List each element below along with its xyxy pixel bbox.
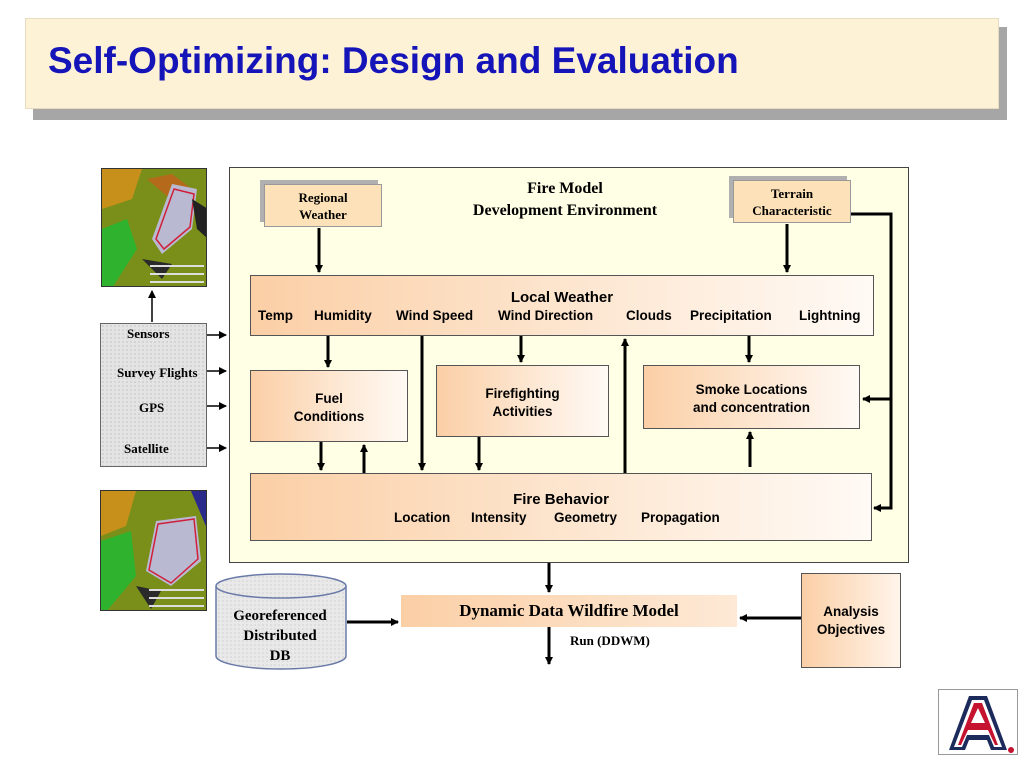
- local-weather-item: Clouds: [626, 308, 672, 323]
- sensors-panel: Sensors Survey Flights GPS Satellite: [100, 323, 207, 467]
- fuel-conditions-box: Fuel Conditions: [250, 370, 408, 442]
- ddwm-label: Dynamic Data Wildfire Model: [459, 601, 679, 620]
- database-label: Georeferenced Distributed DB: [216, 606, 344, 666]
- local-weather-title: Local Weather: [510, 289, 614, 306]
- fire-map-top-image: [101, 168, 207, 287]
- university-logo: [938, 689, 1018, 755]
- firefighting-activities-box: Firefighting Activities: [436, 365, 609, 437]
- satellite-label: Satellite: [124, 441, 169, 456]
- block-a-logo-icon: [949, 696, 1014, 753]
- title-banner: [25, 18, 999, 109]
- ddwm-box: Dynamic Data Wildfire Model: [401, 595, 737, 627]
- analysis-line1: Analysis: [823, 603, 879, 619]
- local-weather-item: Humidity: [314, 308, 372, 323]
- firefighting-line2: Activities: [492, 404, 553, 419]
- local-weather-item: Wind Speed: [396, 308, 474, 323]
- survey-flights-label: Survey Flights: [117, 365, 198, 380]
- sensors-label: Sensors: [127, 326, 170, 341]
- environment-title-line2: Development Environment: [472, 202, 658, 219]
- regional-weather-line2: Weather: [299, 206, 347, 222]
- firefighting-line1: Firefighting: [485, 386, 560, 401]
- fire-behavior-item: Geometry: [554, 510, 618, 525]
- database-line2: Distributed: [243, 628, 317, 644]
- local-weather-box: Local Weather Temp Humidity Wind Speed W…: [250, 275, 874, 336]
- run-ddwm-label: Run (DDWM): [570, 633, 650, 648]
- analysis-line2: Objectives: [816, 621, 886, 637]
- local-weather-item: Wind Direction: [498, 308, 594, 323]
- terrain-line2: Characteristic: [752, 202, 832, 218]
- fire-behavior-item: Intensity: [471, 510, 527, 525]
- fire-behavior-box: Fire Behavior Location Intensity Geometr…: [250, 473, 872, 541]
- fuel-line1: Fuel: [315, 391, 343, 406]
- database-line3: DB: [269, 648, 291, 664]
- local-weather-item: Precipitation: [690, 308, 772, 323]
- smoke-line1: Smoke Locations: [695, 382, 808, 397]
- database-cylinder-icon: [215, 573, 347, 670]
- fire-behavior-items: Location Intensity Geometry Propagation: [251, 510, 871, 528]
- fire-map-bottom-image: [100, 490, 207, 611]
- environment-title-line1: Fire Model: [527, 180, 603, 197]
- regional-weather-line1: Regional: [298, 189, 348, 205]
- smoke-line2: and concentration: [692, 400, 810, 415]
- gps-label: GPS: [139, 400, 165, 415]
- local-weather-item: Lightning: [799, 308, 861, 323]
- environment-title: Fire Model Development Environment: [420, 178, 710, 222]
- page-title: Self-Optimizing: Design and Evaluation: [48, 40, 739, 81]
- database-line1: Georeferenced: [233, 608, 327, 624]
- local-weather-item: Temp: [258, 308, 294, 323]
- fuel-line2: Conditions: [293, 409, 365, 424]
- fire-behavior-item: Propagation: [641, 510, 720, 525]
- smoke-locations-box: Smoke Locations and concentration: [643, 365, 860, 429]
- fire-behavior-title: Fire Behavior: [513, 491, 609, 508]
- local-weather-items: Temp Humidity Wind Speed Wind Direction …: [251, 308, 873, 326]
- fire-behavior-item: Location: [394, 510, 451, 525]
- terrain-line1: Terrain: [770, 185, 814, 201]
